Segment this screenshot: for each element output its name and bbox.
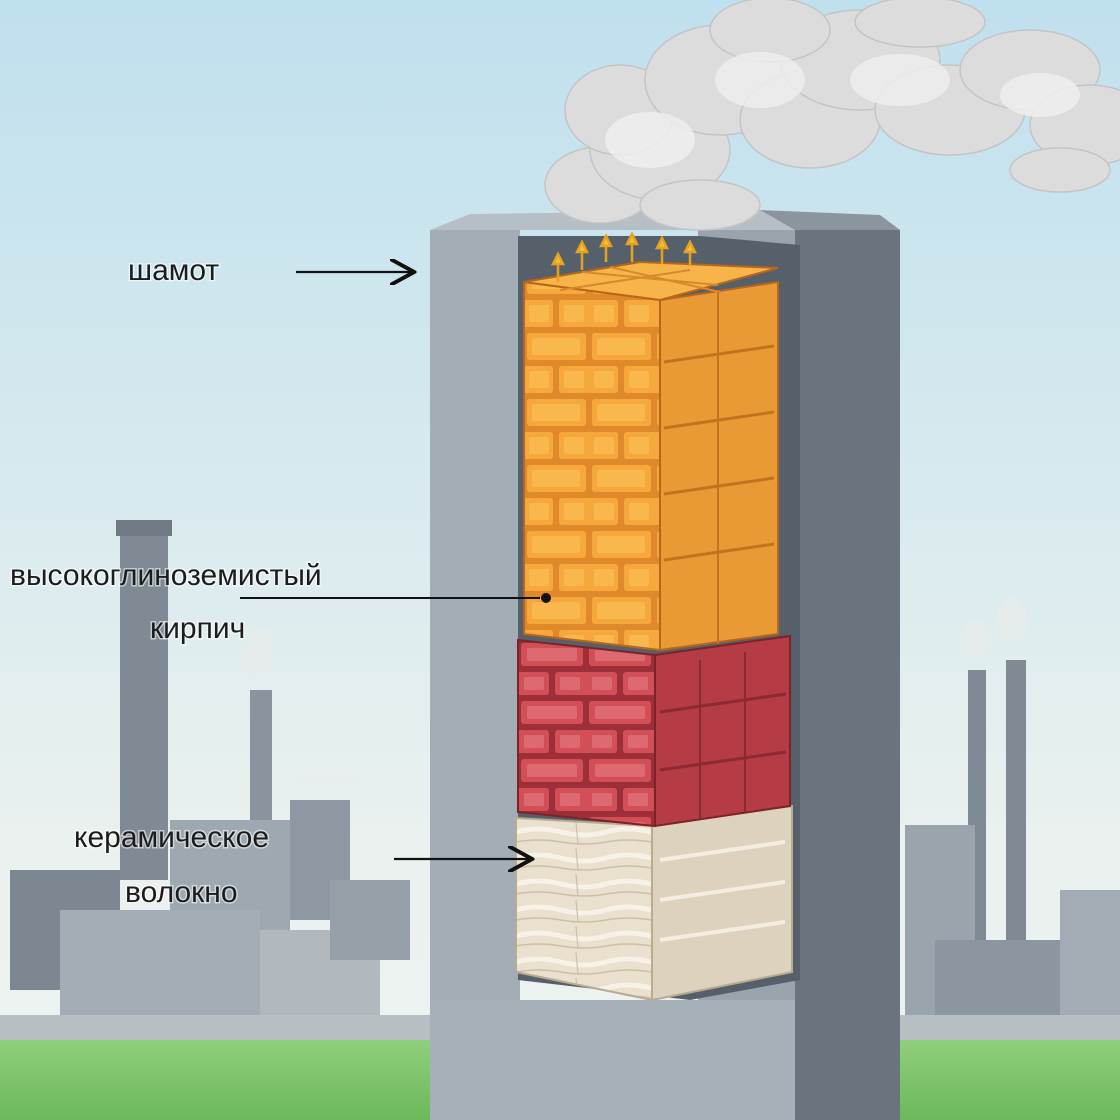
background-factory-right: [905, 660, 1120, 1020]
heat-arrows: [550, 231, 698, 282]
background-smoke-left: [237, 629, 368, 790]
label-ceramic-fiber-line2: волокно: [125, 876, 238, 909]
label-chamotte-text: шамот: [128, 254, 219, 287]
background-factory-left: [10, 520, 410, 1020]
ceramic-fiber-layer: [515, 804, 793, 1002]
red-brick-layer: [517, 634, 791, 828]
orange-brick-layer: [523, 260, 779, 652]
label-high-alumina-line1: высокоглиноземистый: [10, 559, 322, 592]
label-ceramic-fiber-line1: керамическое: [74, 821, 269, 854]
label-high-alumina-line2: кирпич: [150, 612, 245, 645]
background-smoke-right: [961, 598, 1027, 660]
pointer-high-alumina-dot: [541, 593, 551, 603]
label-ceramic-fiber: керамическое волокно: [73, 820, 530, 911]
label-chamotte: шамот: [127, 253, 412, 289]
label-high-alumina-brick: высокоглиноземистый кирпич: [9, 558, 551, 647]
smoke-highlights: [605, 52, 1080, 168]
